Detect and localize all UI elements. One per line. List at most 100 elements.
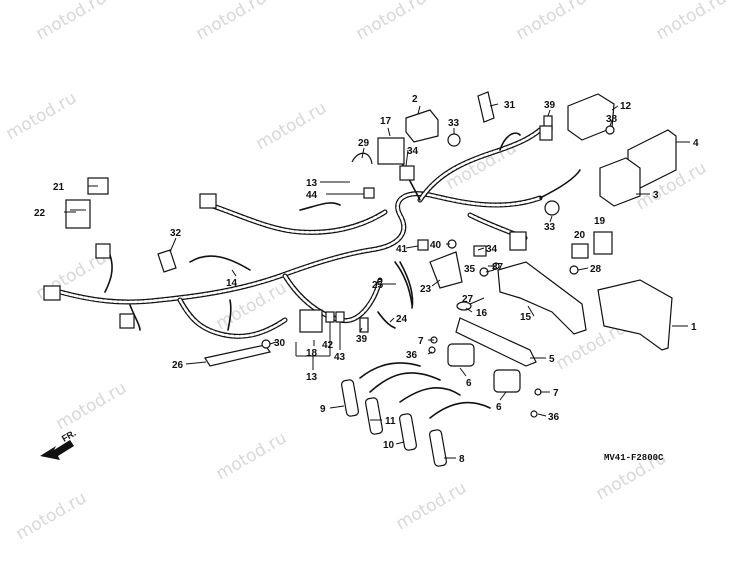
connector-top-right — [539, 125, 553, 141]
callout-44[interactable]: 44 — [306, 190, 318, 201]
callout-16[interactable]: 16 — [476, 308, 488, 319]
callout-18[interactable]: 18 — [306, 348, 318, 359]
callout-23[interactable]: 23 — [420, 284, 432, 295]
callout-2[interactable]: 2 — [412, 94, 418, 105]
rail-5 — [455, 317, 537, 367]
callout-36-left[interactable]: 36 — [406, 350, 418, 361]
callout-25[interactable]: 25 — [372, 280, 384, 291]
callout-20[interactable]: 20 — [574, 230, 586, 241]
callout-13-bottom[interactable]: 13 — [306, 372, 318, 383]
callout-36-right[interactable]: 36 — [548, 412, 560, 423]
callout-12[interactable]: 12 — [620, 101, 632, 112]
callout-27[interactable]: 27 — [462, 294, 474, 305]
callout-39-top[interactable]: 39 — [544, 100, 556, 111]
connector-18 — [299, 309, 323, 333]
callout-7-left[interactable]: 7 — [418, 336, 424, 347]
callout-8[interactable]: 8 — [459, 454, 465, 465]
watermark: motod.ru — [13, 488, 91, 544]
clip-29 — [351, 152, 373, 165]
callout-4[interactable]: 4 — [693, 138, 699, 149]
fuse-block-2 — [405, 109, 439, 143]
watermark: motod.ru — [33, 0, 111, 44]
part-34-top — [399, 165, 415, 181]
callout-34-top[interactable]: 34 — [407, 146, 419, 157]
callout-7-right[interactable]: 7 — [553, 388, 559, 399]
main-wire-harness — [57, 127, 581, 339]
plug-cap-9 — [340, 379, 360, 417]
part-44 — [363, 187, 375, 199]
module-3 — [599, 157, 641, 207]
connector-upper-left — [95, 243, 111, 259]
callout-33-top[interactable]: 33 — [448, 118, 460, 129]
bolt-39-lower — [359, 317, 369, 333]
callout-11[interactable]: 11 — [385, 416, 396, 427]
connector-lower-left — [119, 313, 135, 329]
callout-9[interactable]: 9 — [320, 404, 326, 415]
clamp-33-right — [544, 200, 560, 216]
front-direction-indicator: FR. — [40, 428, 78, 460]
part-42 — [325, 311, 335, 323]
callout-24[interactable]: 24 — [396, 314, 408, 325]
clamp-31 — [477, 91, 495, 123]
parts-layer — [43, 91, 677, 467]
callout-6-front[interactable]: 6 — [466, 378, 472, 389]
ignition-coil-6-rear — [493, 369, 521, 393]
reference-code: MV41-F2800C — [604, 453, 664, 463]
callout-19[interactable]: 19 — [594, 216, 606, 227]
watermark: motod.ru — [193, 0, 271, 44]
bolt-36-left — [428, 346, 436, 354]
connector-20 — [571, 243, 589, 259]
callout-26[interactable]: 26 — [172, 360, 184, 371]
washer-38 — [605, 125, 615, 135]
callout-1[interactable]: 1 — [691, 322, 697, 333]
callout-29[interactable]: 29 — [358, 138, 370, 149]
connector-19 — [593, 231, 613, 255]
callout-43[interactable]: 43 — [334, 352, 346, 363]
connector-left — [43, 285, 61, 301]
callout-34-mid[interactable]: 34 — [486, 244, 498, 255]
callout-28[interactable]: 28 — [590, 264, 602, 275]
callout-35[interactable]: 35 — [464, 264, 476, 275]
callout-38[interactable]: 38 — [606, 114, 618, 125]
callouts: 1 2 3 4 5 6 6 7 7 8 9 10 11 12 13 13 14 … — [34, 94, 699, 465]
watermark: motod.ru — [653, 0, 731, 44]
ignition-coil-6-front — [447, 343, 475, 367]
bracket-plate-1 — [597, 279, 673, 351]
callout-42[interactable]: 42 — [322, 340, 334, 351]
grommet-16 — [456, 301, 472, 311]
relay-17 — [377, 137, 405, 165]
watermark: motod.ru — [393, 478, 471, 534]
part-43 — [335, 311, 345, 323]
watermark: motod.ru — [3, 88, 81, 144]
callout-40[interactable]: 40 — [430, 240, 442, 251]
callout-3[interactable]: 3 — [653, 190, 659, 201]
callout-6-rear[interactable]: 6 — [496, 402, 502, 413]
leader-lines — [64, 103, 690, 459]
callout-39-lower[interactable]: 39 — [356, 334, 368, 345]
callout-32[interactable]: 32 — [170, 228, 182, 239]
callout-33-right[interactable]: 33 — [544, 222, 556, 233]
bracket-26 — [204, 344, 272, 367]
part-34-mid — [473, 245, 487, 257]
callout-37[interactable]: 37 — [492, 262, 504, 273]
callout-22[interactable]: 22 — [34, 208, 46, 219]
clamp-33-top — [447, 133, 461, 147]
plug-cap-8 — [428, 429, 448, 467]
callout-10[interactable]: 10 — [383, 440, 395, 451]
callout-5[interactable]: 5 — [549, 354, 555, 365]
callout-31[interactable]: 31 — [504, 100, 516, 111]
callout-15[interactable]: 15 — [520, 312, 532, 323]
callout-30[interactable]: 30 — [274, 338, 286, 349]
callout-14[interactable]: 14 — [226, 278, 238, 289]
bolt-28 — [569, 265, 579, 275]
watermark: motod.ru — [513, 0, 591, 44]
watermark: motod.ru — [253, 98, 331, 154]
callout-13-top[interactable]: 13 — [306, 178, 318, 189]
callout-41[interactable]: 41 — [396, 244, 408, 255]
relay-22 — [65, 199, 91, 229]
arrow-icon — [40, 440, 74, 460]
callout-21[interactable]: 21 — [53, 182, 65, 193]
callout-17[interactable]: 17 — [380, 116, 392, 127]
part-41 — [417, 239, 429, 251]
